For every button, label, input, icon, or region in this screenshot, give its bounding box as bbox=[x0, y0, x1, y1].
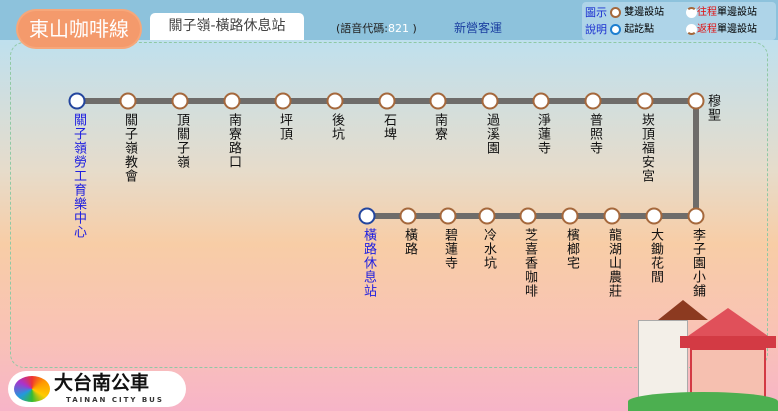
stop-marker[interactable] bbox=[481, 92, 499, 110]
stop-label: 淨蓮寺 bbox=[535, 113, 550, 155]
stop-label: 橫路休息站 bbox=[361, 228, 376, 298]
voice-code: (語音代碼:821 ) bbox=[336, 20, 417, 36]
stop-marker[interactable] bbox=[326, 92, 344, 110]
tab-direction[interactable]: 關子嶺-橫路休息站 bbox=[150, 13, 304, 40]
stop-label: 穆聖 bbox=[705, 94, 720, 122]
stop-marker[interactable] bbox=[584, 92, 602, 110]
terminal-stop-marker[interactable] bbox=[358, 207, 376, 225]
stop-marker[interactable] bbox=[636, 92, 654, 110]
stop-marker[interactable] bbox=[519, 207, 537, 225]
terminal-stop-marker[interactable] bbox=[68, 92, 86, 110]
logo-icon bbox=[14, 376, 50, 402]
both-sides-stop-icon bbox=[610, 6, 621, 18]
legend-out-prefix: 往程 bbox=[697, 7, 717, 18]
outbound-stop-icon bbox=[686, 6, 697, 18]
stop-marker[interactable] bbox=[561, 207, 579, 225]
legend-both: 雙邊設站 bbox=[610, 6, 664, 20]
legend-return: 返程單邊設站 bbox=[686, 23, 757, 37]
legend-title-1: 圖示 bbox=[585, 6, 607, 19]
stop-marker[interactable] bbox=[478, 207, 496, 225]
stop-label: 檳榔宅 bbox=[564, 228, 579, 270]
stop-marker[interactable] bbox=[645, 207, 663, 225]
legend-title-2: 說明 bbox=[585, 23, 607, 36]
route-map-frame bbox=[10, 42, 768, 368]
stop-label: 坪頂 bbox=[277, 113, 292, 141]
temple-illustration bbox=[628, 300, 778, 411]
stop-marker[interactable] bbox=[439, 207, 457, 225]
legend-ret-prefix: 返程 bbox=[697, 24, 717, 35]
stop-label: 龍湖山農莊 bbox=[606, 228, 621, 298]
stop-label: 碧蓮寺 bbox=[442, 228, 457, 270]
stop-label: 崁頂福安宮 bbox=[639, 113, 654, 183]
stop-marker[interactable] bbox=[687, 92, 705, 110]
stop-marker[interactable] bbox=[603, 207, 621, 225]
stop-marker[interactable] bbox=[223, 92, 241, 110]
voice-code-number: 821 bbox=[388, 22, 409, 35]
stop-label: 過溪園 bbox=[484, 113, 499, 155]
terminal-stop-icon bbox=[610, 23, 621, 35]
stop-label: 大鋤花間 bbox=[648, 228, 663, 284]
stop-label: 橫路 bbox=[402, 228, 417, 256]
stop-marker[interactable] bbox=[429, 92, 447, 110]
legend-out-suffix: 單邊設站 bbox=[717, 7, 757, 18]
voice-code-label: (語音代碼: bbox=[336, 22, 388, 35]
operator-name: 新營客運 bbox=[454, 21, 503, 35]
legend-ret-suffix: 單邊設站 bbox=[717, 24, 757, 35]
stop-marker[interactable] bbox=[119, 92, 137, 110]
legend: 圖示 說明 雙邊設站 起訖點 往程單邊設站 返程單邊設站 bbox=[582, 2, 776, 40]
stop-label: 普照寺 bbox=[587, 113, 602, 155]
legend-start: 起訖點 bbox=[610, 23, 654, 37]
legend-both-label: 雙邊設站 bbox=[624, 7, 665, 18]
stop-marker[interactable] bbox=[378, 92, 396, 110]
legend-start-label: 起訖點 bbox=[624, 24, 655, 35]
stop-label: 李子園小鋪 bbox=[690, 228, 705, 298]
stop-label: 關子嶺勞工育樂中心 bbox=[71, 113, 86, 239]
stop-label: 石埤 bbox=[381, 113, 396, 141]
stop-label: 南寮路口 bbox=[226, 113, 241, 169]
logo: 大台南公車 TAINAN CITY BUS bbox=[8, 371, 186, 407]
logo-subtext: TAINAN CITY BUS bbox=[66, 396, 164, 404]
stop-marker[interactable] bbox=[532, 92, 550, 110]
logo-text: 大台南公車 bbox=[54, 372, 150, 394]
route-title: 東山咖啡線 bbox=[18, 11, 140, 47]
stop-marker[interactable] bbox=[687, 207, 705, 225]
legend-outbound: 往程單邊設站 bbox=[686, 6, 757, 20]
stop-label: 南寮 bbox=[432, 113, 447, 141]
stop-marker[interactable] bbox=[171, 92, 189, 110]
voice-code-close: ) bbox=[412, 22, 417, 35]
stop-label: 頂關子嶺 bbox=[174, 113, 189, 169]
stop-label: 冷水坑 bbox=[481, 228, 496, 270]
stop-label: 芝喜香咖啡 bbox=[522, 228, 537, 298]
return-stop-icon bbox=[686, 23, 697, 35]
route-line-right bbox=[693, 101, 699, 217]
stop-marker[interactable] bbox=[399, 207, 417, 225]
stop-label: 關子嶺教會 bbox=[122, 113, 137, 183]
stop-label: 後坑 bbox=[329, 113, 344, 141]
stop-marker[interactable] bbox=[274, 92, 292, 110]
